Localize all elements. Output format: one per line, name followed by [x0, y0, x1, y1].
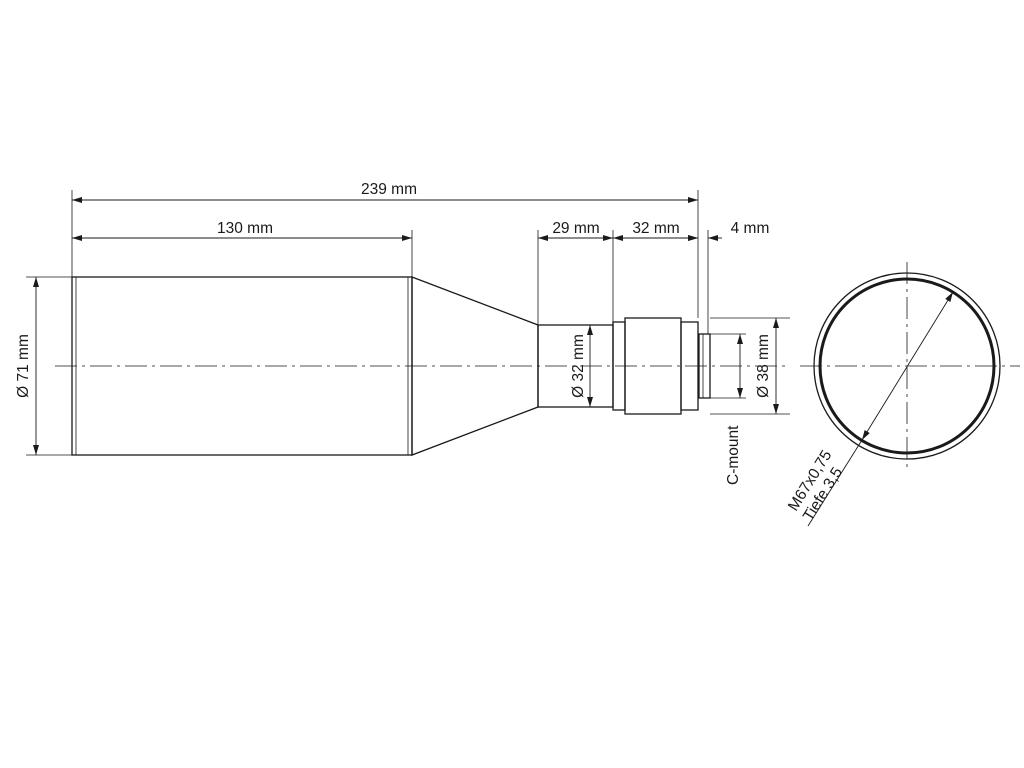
dimension-239mm: 239 mm [71, 181, 699, 318]
dimension-diameter-32mm: Ø 32 mm [570, 325, 593, 407]
c-mount-callout: C-mount [710, 333, 746, 485]
rear-flange [680, 321, 699, 411]
dimension-diameter-38mm: Ø 38 mm [710, 317, 790, 415]
front-outer-circle [813, 272, 1001, 460]
dimension-label-130mm: 130 mm [217, 220, 273, 237]
dimension-130mm: 130 mm [72, 220, 413, 277]
dimension-32mm: 32 mm [613, 220, 698, 241]
thread-leader [861, 291, 954, 441]
dimension-label-32mm: 32 mm [632, 220, 679, 237]
dimension-label-diameter-32mm: Ø 32 mm [570, 334, 587, 398]
dimension-label-4mm: 4 mm [731, 220, 770, 237]
dimension-label-diameter-71mm: Ø 71 mm [15, 334, 32, 398]
dimension-4mm: 4 mm [684, 220, 769, 334]
lens-front-view: M67x0,75 Tiefe 3,5 [785, 272, 1001, 527]
dimension-29mm: 29 mm [537, 220, 614, 325]
dimension-label-239mm: 239 mm [361, 181, 417, 198]
c-mount-label: C-mount [725, 425, 742, 485]
c-mount-thread [698, 333, 711, 399]
dimension-label-29mm: 29 mm [552, 220, 599, 237]
front-thread-circle [818, 277, 996, 455]
lens-side-view [71, 276, 711, 456]
dimension-diameter-71mm: Ø 71 mm [15, 276, 72, 456]
dimension-label-diameter-38mm: Ø 38 mm [755, 334, 772, 398]
